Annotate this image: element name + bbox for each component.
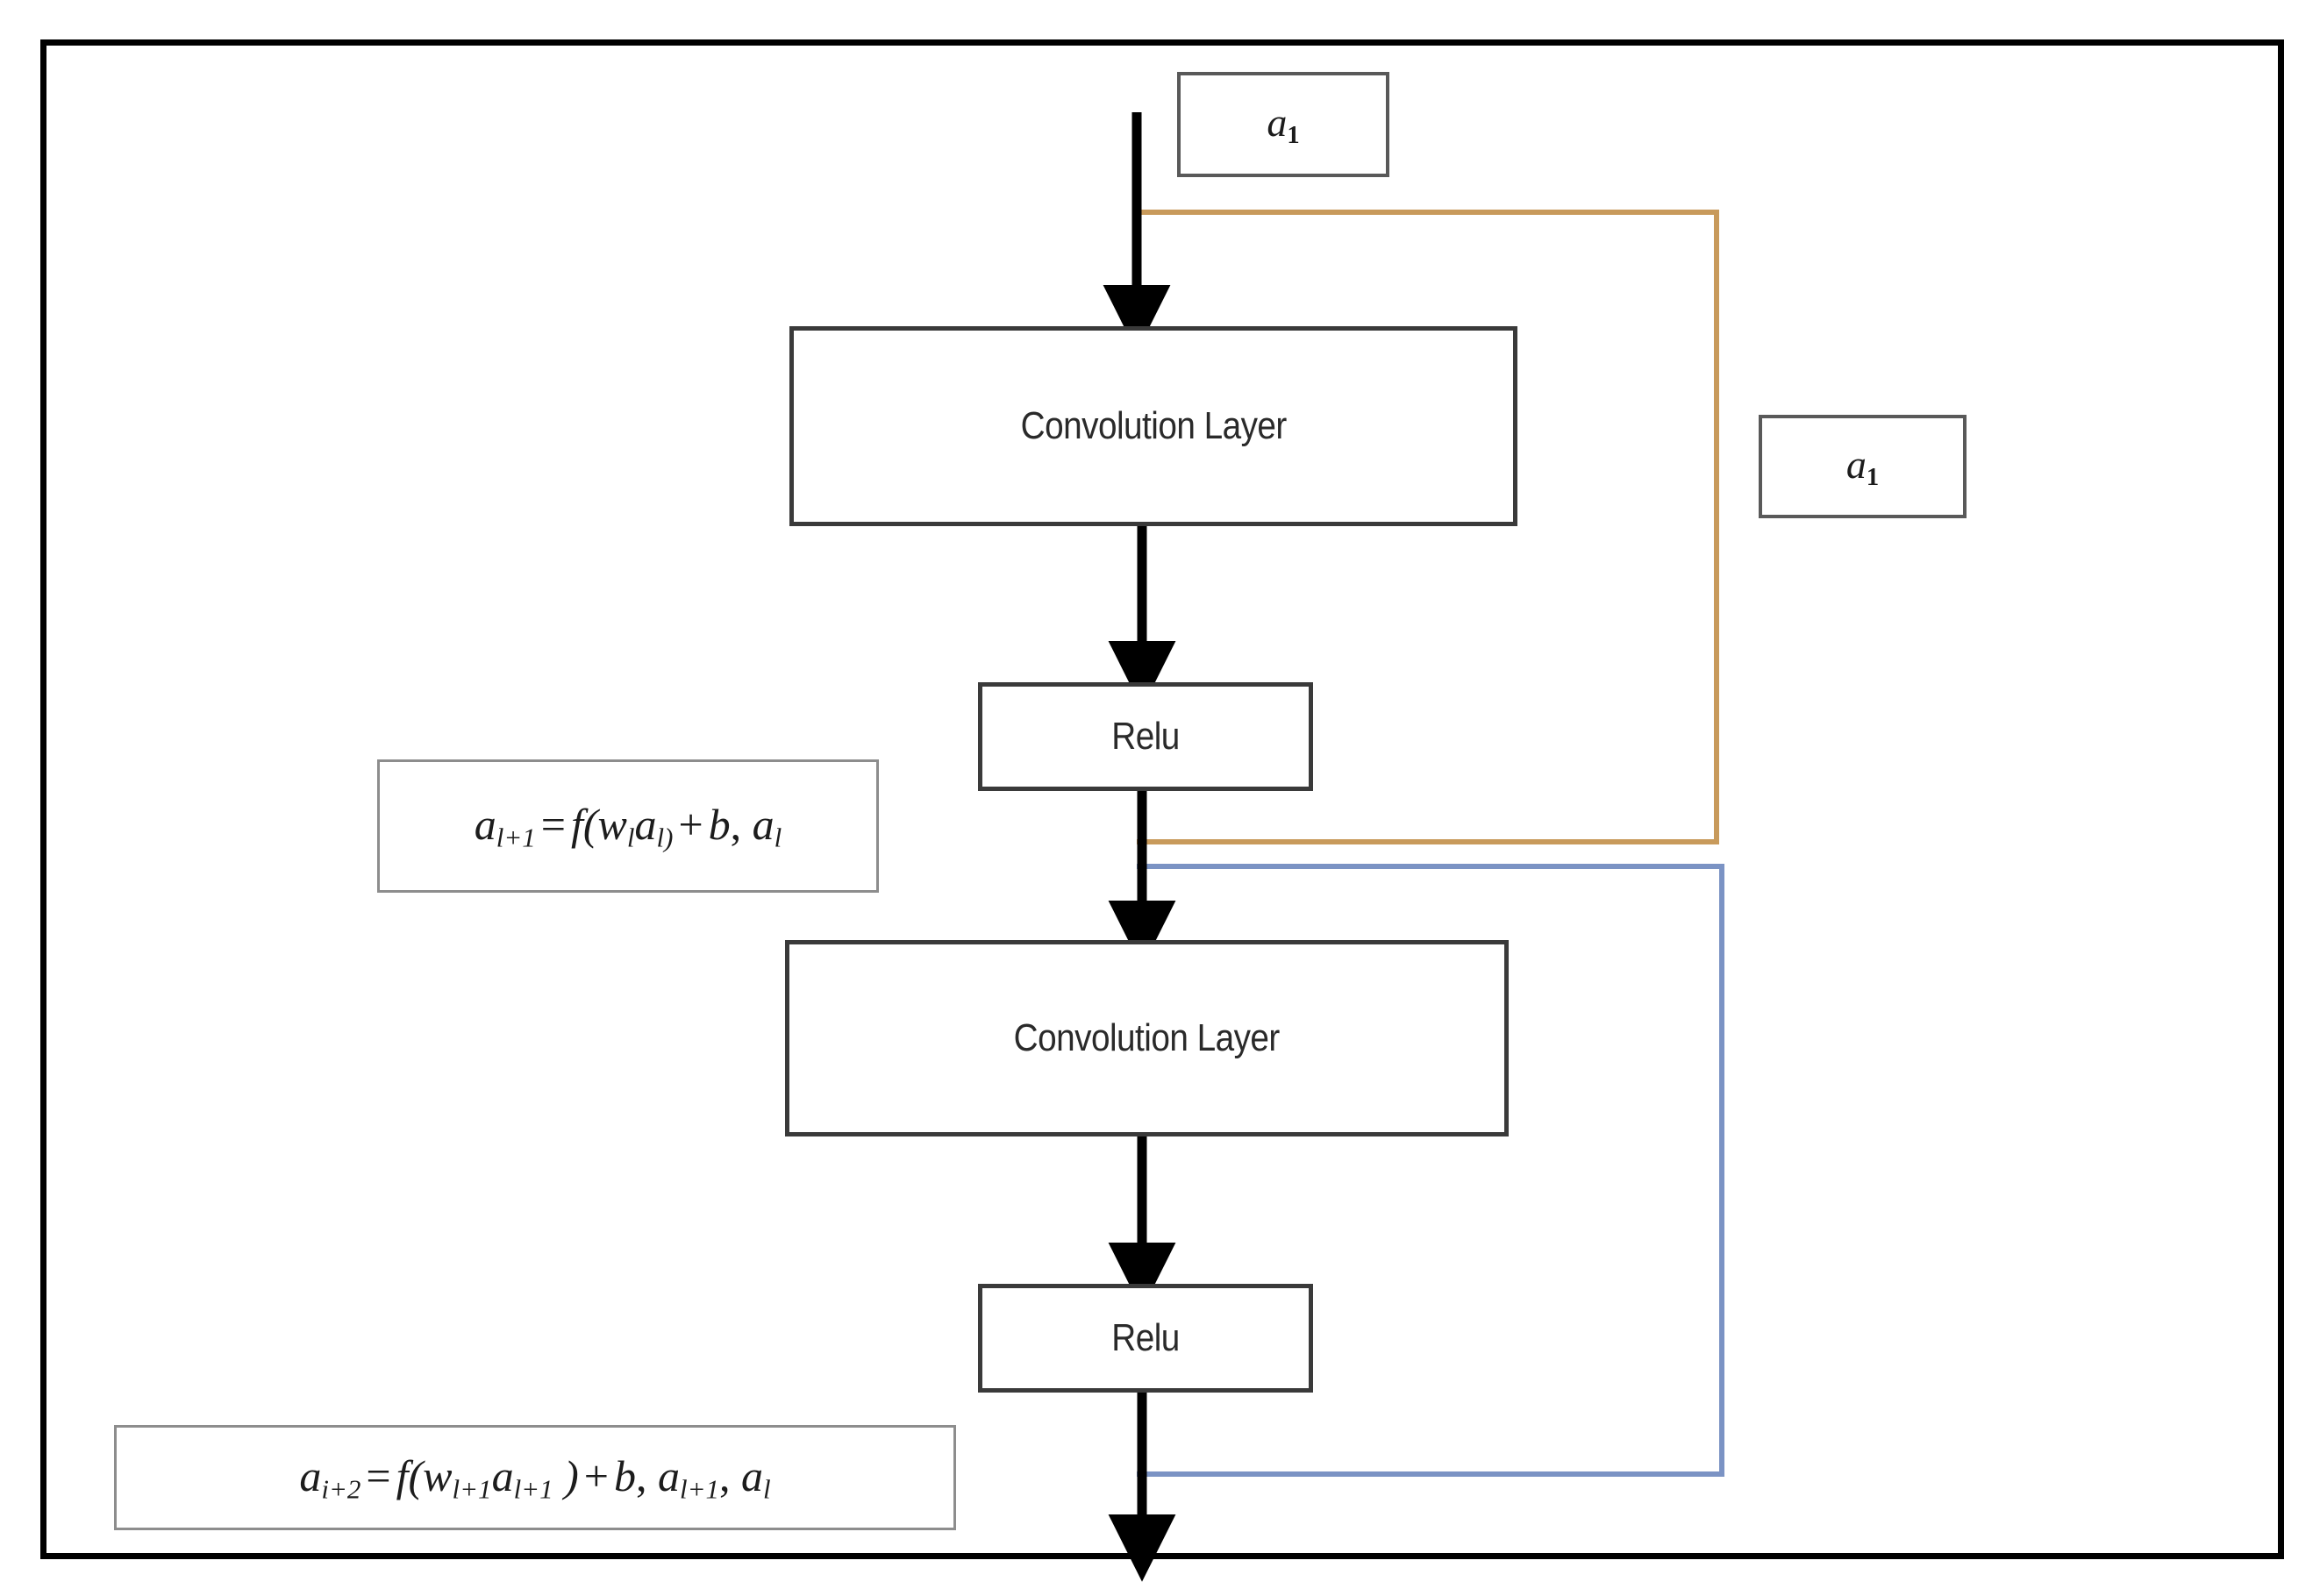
node-skip-activation: a1 (1759, 415, 1967, 518)
node-relu-1: Relu (978, 682, 1313, 791)
node-relu-2: Relu (978, 1284, 1313, 1393)
convolution-layer-1-label: Convolution Layer (1020, 404, 1287, 447)
node-convolution-layer-1: Convolution Layer (789, 326, 1517, 526)
equation-box-2: ai+2=f(wl+1al+1 )+b, al+1, al (114, 1425, 956, 1530)
node-convolution-layer-2: Convolution Layer (785, 940, 1509, 1136)
equation-box-1: al+1=f(wlal)+b, al (377, 759, 879, 893)
equation-1-text: al+1=f(wlal)+b, al (474, 799, 782, 853)
convolution-layer-2-label: Convolution Layer (1013, 1016, 1281, 1059)
input-activation-label: a1 (1267, 100, 1300, 149)
equation-2-text: ai+2=f(wl+1al+1 )+b, al+1, al (299, 1450, 771, 1505)
node-input-activation: a1 (1177, 72, 1389, 177)
relu-2-label: Relu (1111, 1316, 1180, 1359)
skip-activation-label: a1 (1845, 442, 1880, 491)
relu-1-label: Relu (1111, 715, 1180, 758)
